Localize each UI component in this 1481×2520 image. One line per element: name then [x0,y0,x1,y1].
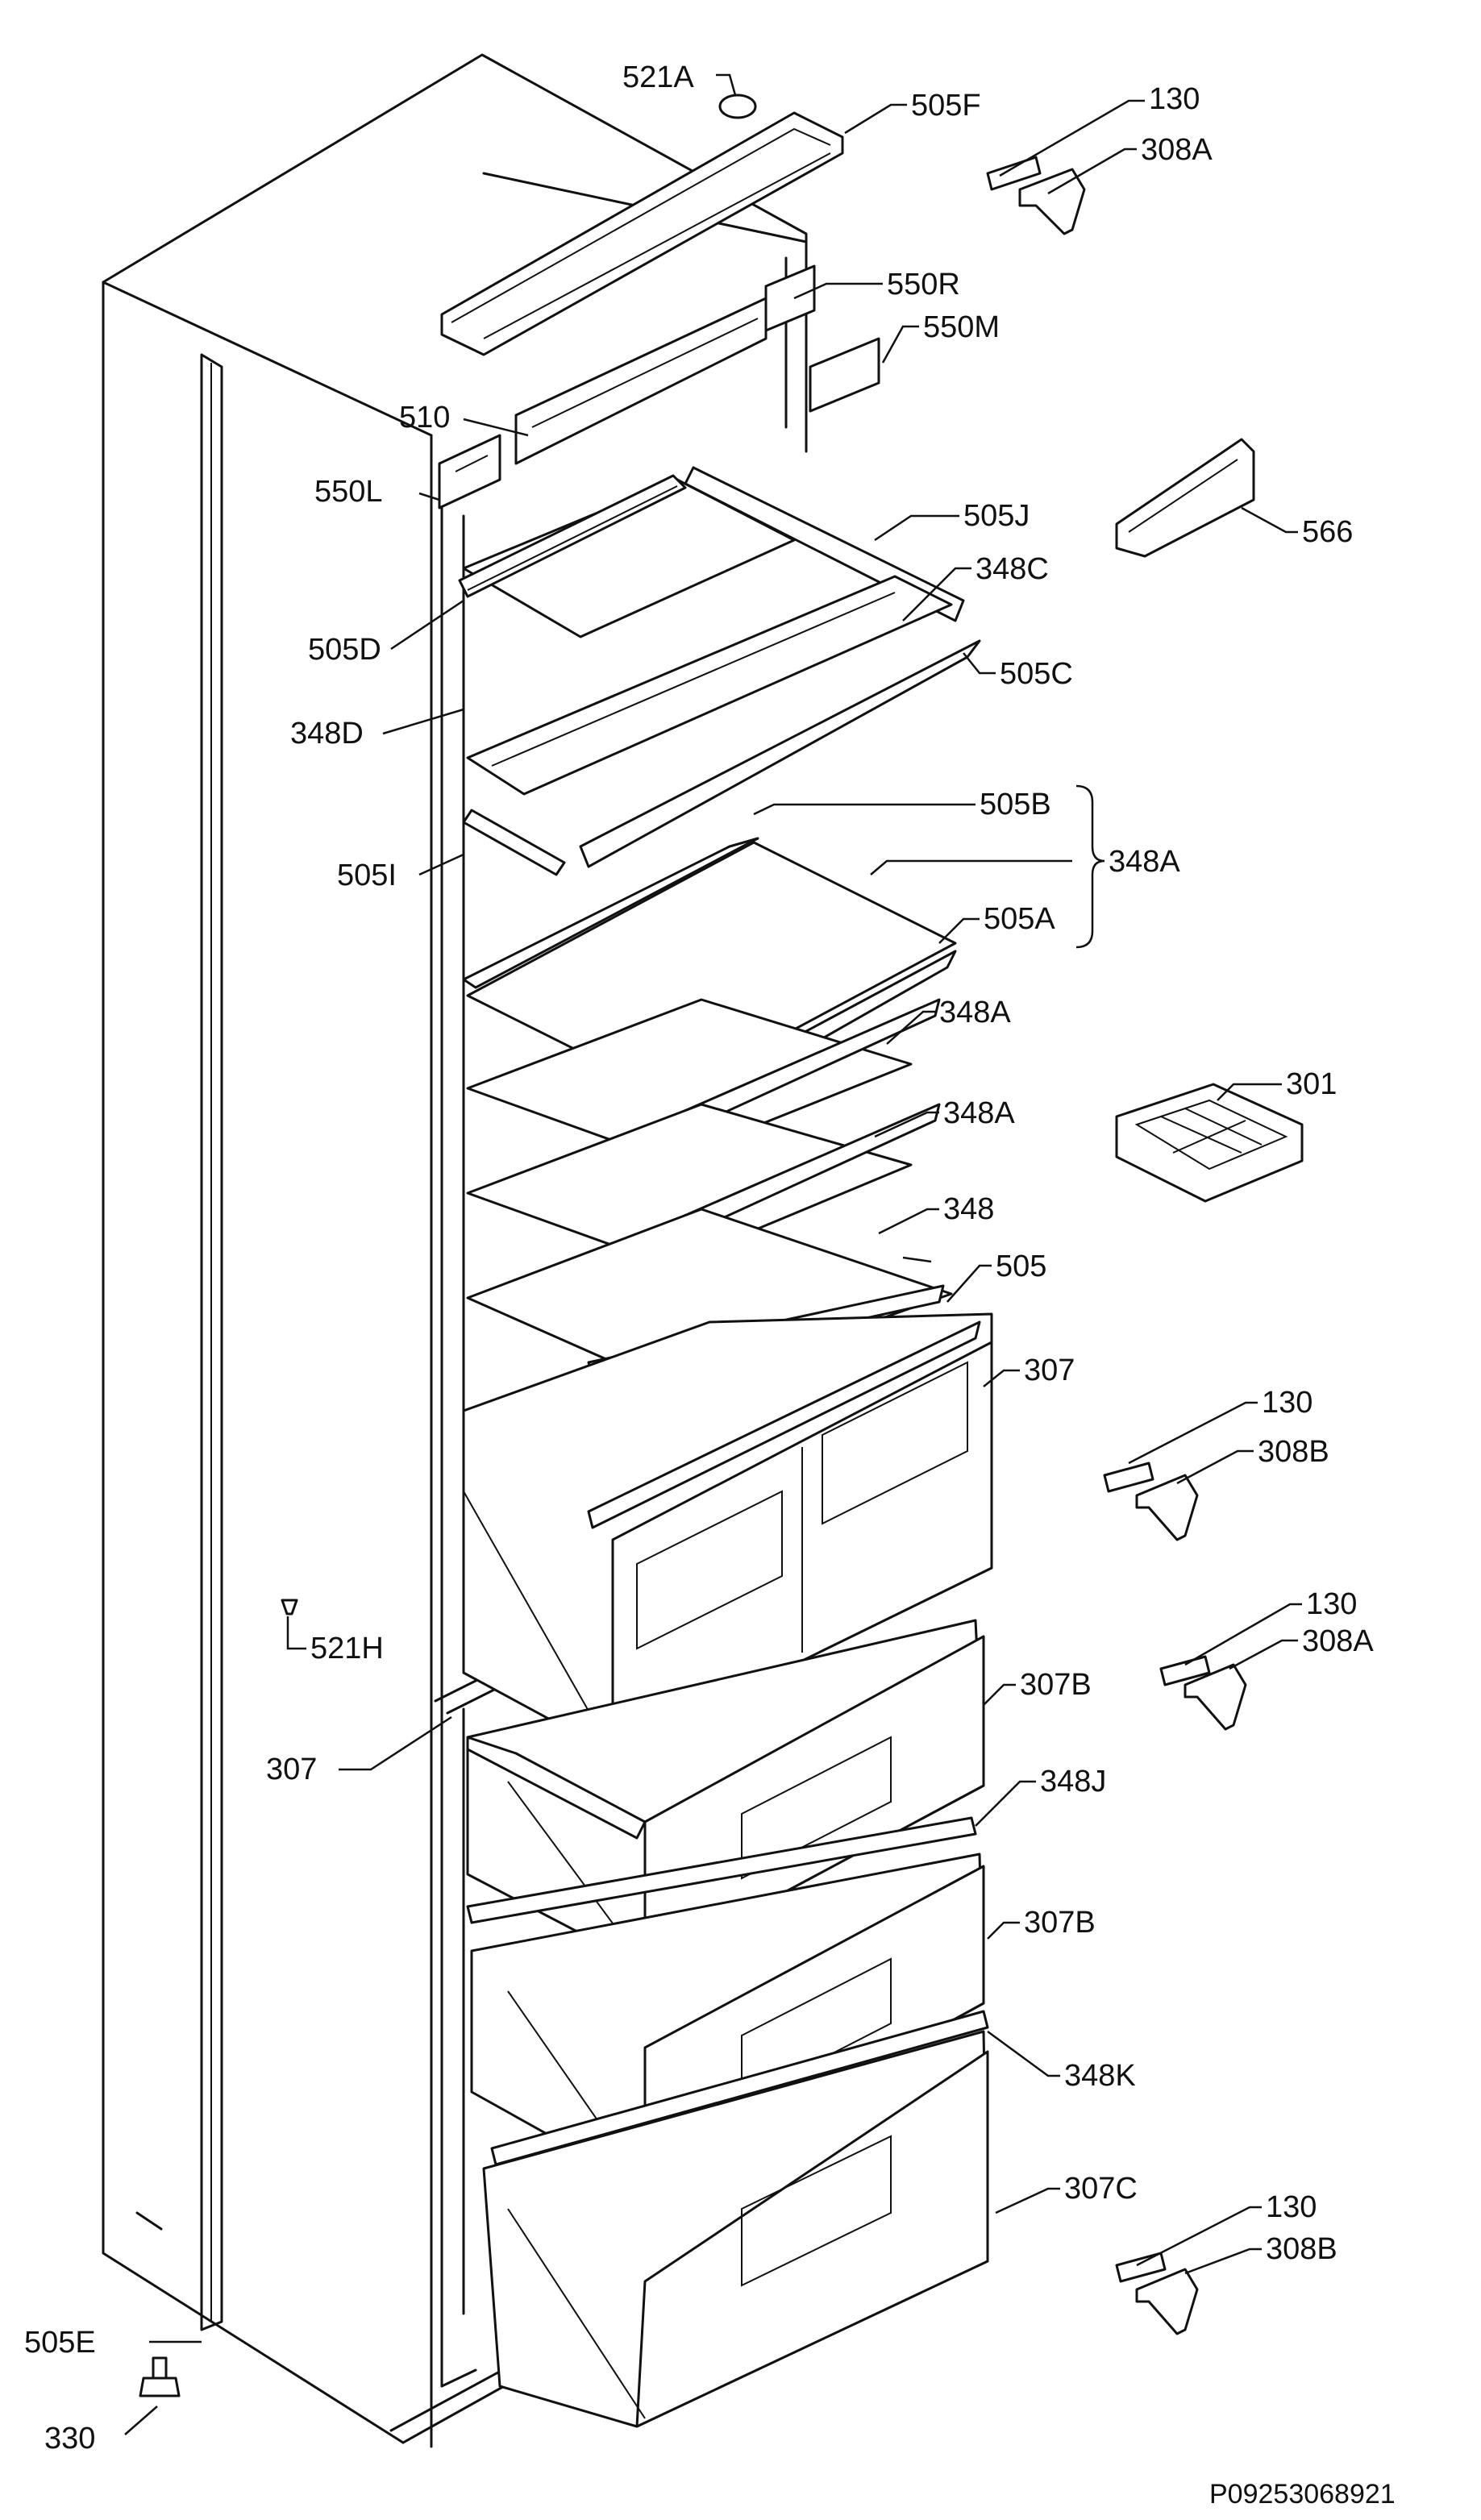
shelf-frame-left [458,474,687,598]
drawing-code: P09253068921 [1209,2479,1396,2510]
label-308b-b: 308B [1266,2232,1337,2266]
shelf-bracket-566 [1115,438,1255,558]
label-301: 301 [1286,1067,1337,1101]
label-550r: 550R [887,268,960,301]
left-hinge-cover [438,434,501,509]
label-348k: 348K [1064,2059,1136,2093]
label-510: 510 [399,401,450,435]
label-130-d: 130 [1266,2190,1317,2224]
label-307b-b: 307B [1024,1906,1096,1940]
label-348: 348 [943,1192,994,1226]
label-130-b: 130 [1262,1386,1313,1420]
screw-521h [281,1599,298,1616]
label-505i: 505I [337,859,397,892]
leader-lines [124,73,1302,2435]
label-330: 330 [44,2422,95,2456]
label-130-a: 130 [1149,82,1200,116]
label-521h: 521H [310,1632,384,1665]
label-308a-b: 308A [1302,1624,1374,1658]
label-348a-bracket: 348A [1109,845,1180,879]
label-505c: 505C [1000,657,1073,691]
label-348d: 348D [290,717,364,751]
adjustable-foot-330 [139,2356,181,2397]
label-566: 566 [1302,515,1353,549]
rear-label [809,337,880,413]
drawer-cover-348k [490,2010,989,2166]
label-348c: 348C [976,552,1049,586]
label-521a: 521A [622,60,694,94]
hinge-set-3 [1159,1655,1247,1731]
label-130-c: 130 [1306,1587,1357,1621]
bracket-348a [1075,784,1105,949]
label-505b: 505B [980,788,1051,821]
hinge-set-bottom [1115,2252,1199,2335]
drawer-307-upper [462,1312,993,1755]
hinge-set-2 [1103,1462,1199,1541]
label-348a-1: 348A [939,996,1011,1029]
label-307-left: 307 [266,1753,317,1786]
label-505j: 505J [963,499,1030,533]
label-348a-2: 348A [943,1096,1015,1130]
screw-cap [718,94,757,119]
label-505f: 505F [911,89,981,123]
label-550l: 550L [314,475,383,509]
air-duct-cover [514,264,816,465]
label-307-right: 307 [1024,1354,1075,1387]
label-505a: 505A [984,902,1055,936]
top-glass-shelf [462,466,981,876]
label-307c: 307C [1064,2172,1138,2206]
drawer-307c-bottom [482,2030,989,2428]
ice-cube-tray [1115,1083,1304,1203]
label-550m: 550M [923,310,1000,344]
top-mounting-rail [440,94,844,356]
label-307b-a: 307B [1020,1668,1092,1702]
label-505e: 505E [24,2326,96,2360]
label-348j: 348J [1040,1765,1106,1799]
drawer-307b-upper [466,1619,985,1969]
label-505d: 505D [308,633,381,667]
label-308b-a: 308B [1258,1435,1329,1469]
drawer-cover-348j [466,1816,977,1924]
label-308a-a: 308A [1141,133,1213,167]
part-labels: 521A 505F 130 308A 550R 550M 510 550L 50… [24,60,1396,2510]
label-505: 505 [996,1250,1046,1283]
hinge-set-top [986,156,1086,235]
